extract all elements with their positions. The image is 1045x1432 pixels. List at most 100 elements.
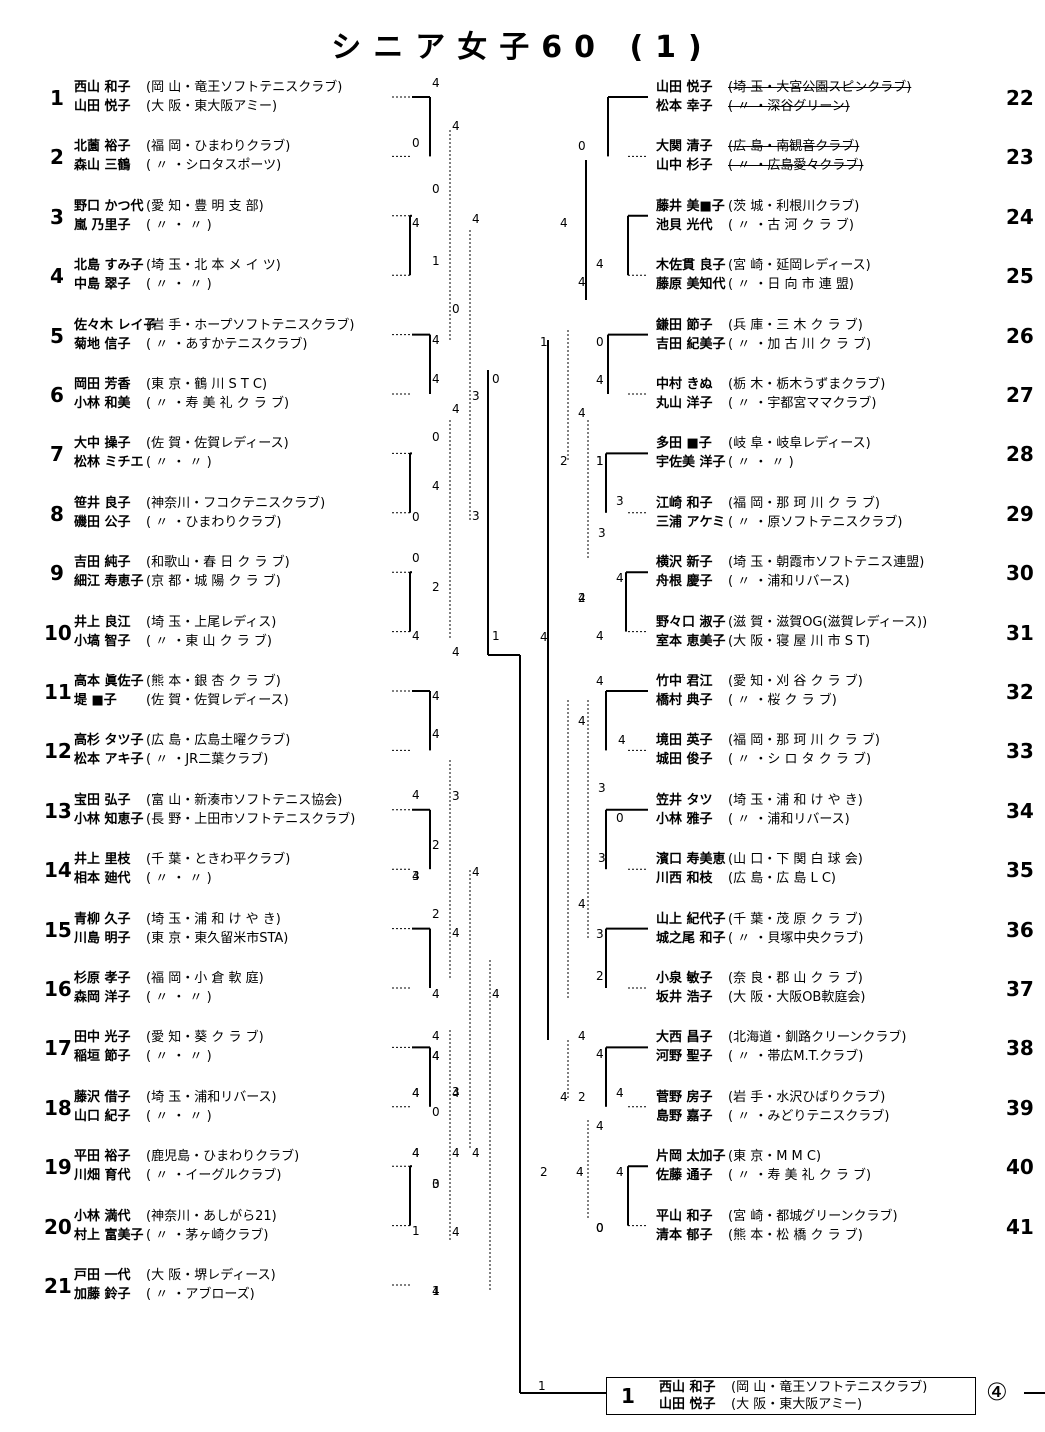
score-label: 4: [452, 119, 460, 133]
score-label: 4: [596, 373, 604, 387]
player-name: 小塙 智子: [74, 633, 131, 649]
entry-number: 15: [44, 917, 72, 942]
player-affiliation: (広 島・南観音クラブ): [728, 139, 860, 155]
entry-number: 22: [1006, 86, 1034, 110]
score-label: 3: [432, 1177, 440, 1191]
player-affiliation: ( 〃 ・茅ヶ崎クラブ): [146, 1227, 269, 1243]
player-name: 藤井 美■子: [656, 198, 725, 214]
player-line: 中村 きぬ(栃 木・栃木うずまクラブ): [656, 375, 885, 394]
score-label: 0: [596, 1221, 604, 1235]
player-affiliation: (大 阪・東大阪アミー): [731, 1397, 863, 1412]
player-line: 高本 眞佐子(熊 本・銀 杏 ク ラ ブ): [74, 672, 281, 691]
player-affiliation: (埼 玉・朝霞市ソフトテニス連盟): [728, 555, 925, 571]
score-label: 4: [432, 76, 440, 90]
score-label: 4: [578, 591, 586, 605]
player-line: 宇佐美 洋子( 〃 ・ 〃 ): [656, 453, 794, 472]
player-name: 岡田 芳香: [74, 377, 131, 392]
player-name: 川西 和枝: [656, 871, 713, 887]
entry-number: 32: [1006, 680, 1034, 704]
player-name: 山中 杉子: [656, 158, 713, 174]
score-label: 3: [598, 781, 606, 795]
player-name: 丸山 洋子: [656, 396, 713, 411]
player-affiliation: (愛 知・刈 谷 ク ラ ブ): [728, 674, 863, 689]
player-name: 吉田 純子: [74, 555, 131, 571]
player-line: 笠井 タツ(埼 玉・浦 和 け や き): [656, 791, 863, 810]
player-name: 戸田 一代: [74, 1268, 131, 1283]
player-affiliation: (大 阪・堺レディース): [146, 1268, 276, 1283]
player-name: 松本 アキ子: [74, 752, 144, 768]
player-affiliation: ( 〃 ・あすかテニスクラブ): [146, 336, 308, 352]
player-affiliation: (埼 玉・浦 和 け や き): [146, 911, 281, 927]
player-name: 藤原 美知代: [656, 277, 726, 293]
entry-number: 34: [1006, 798, 1034, 823]
player-name: 山田 悦子: [659, 1397, 716, 1412]
player-name: 北島 すみ子: [74, 258, 144, 274]
player-line: 山口 紀子( 〃 ・ 〃 ): [74, 1107, 212, 1126]
player-affiliation: ( 〃 ・ 〃 ): [728, 455, 794, 471]
player-name: 境田 英子: [656, 733, 713, 749]
entry-number: 10: [44, 620, 72, 645]
player-affiliation: ( 〃 ・東 山 ク ラ ブ): [146, 633, 272, 649]
player-name: 井上 良江: [74, 614, 131, 630]
player-line: 鎌田 節子(兵 庫・三 木 ク ラ ブ): [656, 316, 863, 335]
player-line: 橋村 典子( 〃 ・桜 ク ラ ブ): [656, 691, 837, 710]
score-label: 4: [596, 257, 604, 271]
player-affiliation: (宮 崎・延岡レディース): [728, 258, 871, 274]
score-label: 0: [578, 139, 586, 153]
player-affiliation: (広 島・広 島 L C): [728, 871, 836, 887]
entry-number: 3: [50, 204, 64, 229]
player-line: 佐々木 レイ子(岩 手・ホープソフトテニスクラブ): [74, 316, 355, 335]
score-label: 3: [598, 851, 606, 865]
player-name: 鎌田 節子: [656, 317, 713, 333]
score-label: 4: [452, 1086, 460, 1100]
player-name: 藤沢 借子: [74, 1089, 131, 1105]
score-label: 4: [492, 987, 500, 1001]
player-line: 丸山 洋子( 〃 ・宇都宮ママクラブ): [656, 394, 876, 413]
player-line: 竹中 君江(愛 知・刈 谷 ク ラ ブ): [656, 672, 863, 691]
player-line: 平山 和子(宮 崎・都城グリーンクラブ): [656, 1207, 898, 1226]
score-label: 4: [596, 1119, 604, 1133]
player-line: 菊地 信子( 〃 ・あすかテニスクラブ): [74, 335, 307, 354]
player-affiliation: ( 〃 ・シ ロ タ ク ラ ブ): [728, 752, 872, 768]
player-line: 杉原 孝子(福 岡・小 倉 軟 庭): [74, 969, 264, 988]
player-line: 小林 満代(神奈川・あしがら21): [74, 1207, 277, 1226]
score-label: 2: [578, 1090, 586, 1104]
player-affiliation: (福 岡・小 倉 軟 庭): [146, 971, 264, 986]
player-name: 横沢 新子: [656, 555, 713, 571]
player-affiliation: ( 〃 ・イーグルクラブ): [146, 1168, 282, 1184]
player-name: 青柳 久子: [74, 911, 131, 927]
player-line: 戸田 一代 (大 阪・堺レディース): [74, 1266, 276, 1285]
score-label: 4: [616, 571, 624, 585]
final-winner-box: 1 西山 和子(岡 山・竜王ソフトテニスクラブ) 山田 悦子(大 阪・東大阪アミ…: [606, 1377, 976, 1415]
player-affiliation: (熊 本・松 橋 ク ラ ブ): [728, 1227, 863, 1243]
player-name: 清本 郁子: [656, 1227, 713, 1243]
entry-number: 8: [50, 501, 64, 526]
player-name: 北薗 裕子: [74, 139, 131, 155]
player-line: 北島 すみ子(埼 玉・北 本 メ イ ツ): [74, 256, 281, 275]
score-label: 1: [540, 335, 548, 349]
score-label: 4: [412, 1146, 420, 1160]
player-name: 高杉 タツ子: [74, 733, 144, 749]
player-line: 稲垣 節子( 〃 ・ 〃 ): [74, 1047, 212, 1066]
player-affiliation: (愛 知・豊 明 支 部): [146, 198, 264, 214]
player-affiliation: ( 〃 ・JR二葉クラブ): [146, 752, 269, 768]
score-label: 3: [412, 869, 420, 883]
entry-number: 29: [1006, 501, 1034, 526]
score-label: 4: [412, 216, 420, 230]
entry-number: 27: [1006, 383, 1034, 407]
entry-number: 25: [1006, 264, 1034, 289]
entry-number: 21: [44, 1274, 72, 1298]
player-line: 森山 三鶴( 〃 ・シロタスポーツ): [74, 156, 281, 175]
